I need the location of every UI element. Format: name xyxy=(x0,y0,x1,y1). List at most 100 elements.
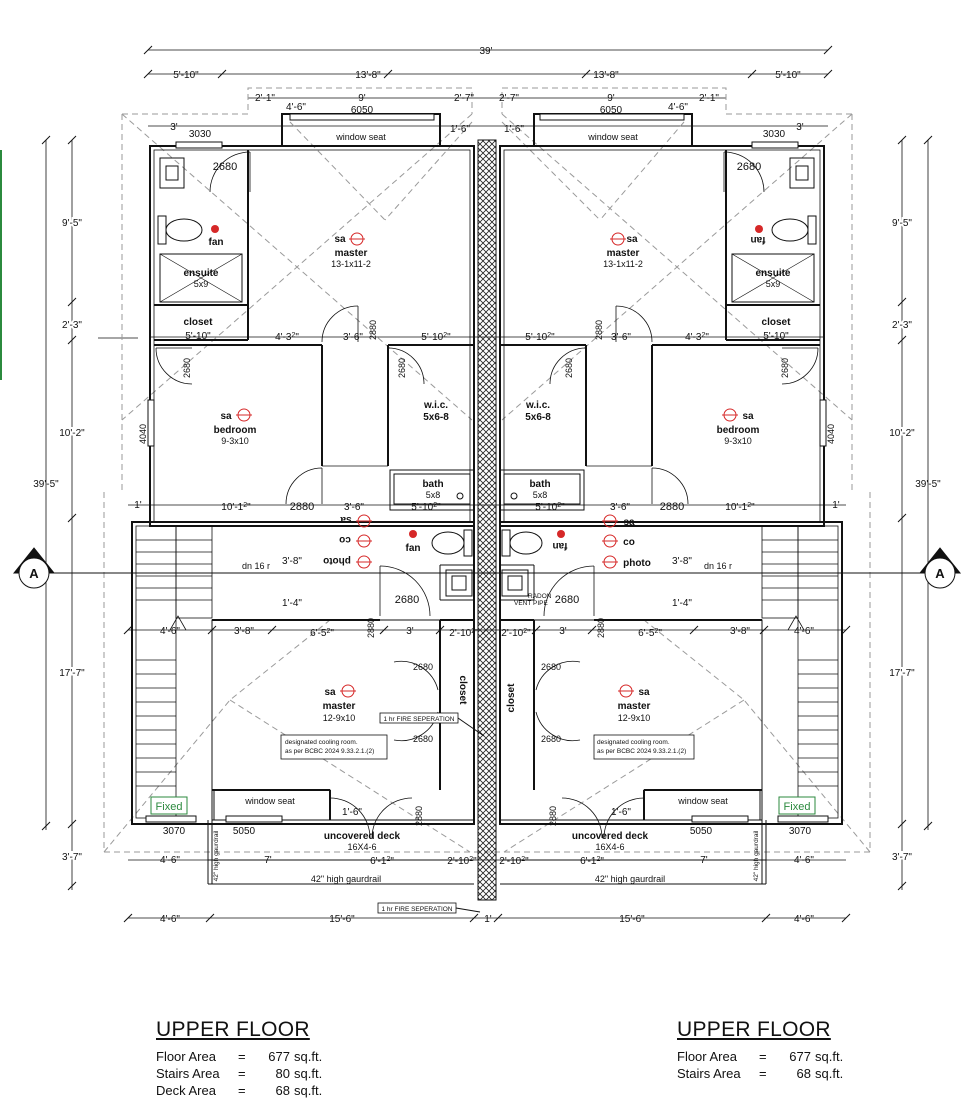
dim-side-left-10-2: 10'-2" xyxy=(59,428,85,439)
sa-label-master-lower-left: sa xyxy=(324,687,336,698)
dim-left-6-1h: 6'-12" xyxy=(370,856,394,867)
window-6050-right: 6050 xyxy=(600,105,623,116)
dim-overall-height-right: 39'-5" xyxy=(915,479,941,490)
dim-top-left-13-8: 13'-8" xyxy=(355,70,381,81)
fan-bath-left: fan xyxy=(406,543,421,554)
dim-side-left-17-7: 17'-7" xyxy=(59,668,85,679)
window-6050-left: 6050 xyxy=(351,105,374,116)
dim-right-4-6: 4'-6" xyxy=(668,102,688,113)
bedroom-right-label: bedroom xyxy=(717,425,760,436)
door-2880-master-left: 2880 xyxy=(366,618,376,638)
door-2680-hall-left: 2680 xyxy=(395,594,419,606)
wic-right-label: w.i.c. xyxy=(525,400,550,411)
closet-upper-left-label: closet xyxy=(184,317,214,328)
fire-separation-wall xyxy=(477,139,497,901)
dim-bottom-1: 1' xyxy=(484,914,492,925)
section-label-right: A xyxy=(935,566,945,581)
cooling-note-right-2: as per BCBC 2024 9.33.2.1.(2) xyxy=(597,748,686,755)
bath-left-size: 5x8 xyxy=(426,490,441,500)
dim-side-left-2-3: 2'-3" xyxy=(62,320,82,331)
fixtures-right xyxy=(501,157,817,597)
area-summary-right: UPPER FLOOR Floor Area = 677 sq.ft. Stai… xyxy=(677,1018,843,1082)
master-upper-right-size: 13-1x11-2 xyxy=(603,259,643,269)
stairs-left xyxy=(135,525,213,819)
fixed-label-left: Fixed xyxy=(156,801,183,813)
dim-left-7: 7' xyxy=(264,855,272,866)
dim-left-3-8-upper: 3'-8" xyxy=(282,556,302,567)
bedroom-left-size: 9-3x10 xyxy=(221,436,249,446)
dim-right-3-8-lower: 3'-8" xyxy=(730,626,750,637)
window-3030-left: 3030 xyxy=(189,129,212,140)
dim-right-1-4: 1'-4" xyxy=(672,598,692,609)
guardrail-vertical-left: 42" high gaurdrail xyxy=(213,830,220,881)
dim-left-2-10h: 2'-102" xyxy=(449,628,479,639)
ensuite-right-size: 5x9 xyxy=(766,279,781,289)
section-marker-left xyxy=(12,547,920,589)
radon-note-2: VENT PIPE xyxy=(514,600,549,607)
co-hall-right: co xyxy=(623,537,635,548)
detector-symbols xyxy=(236,232,738,698)
dim-right-3: 3' xyxy=(796,122,804,133)
dim-right-3-8-upper: 3'-8" xyxy=(672,556,692,567)
cooling-note-left-2: as per BCBC 2024 9.33.2.1.(2) xyxy=(285,748,374,755)
window-5050-left: 5050 xyxy=(233,826,256,837)
door-2680-closet-bot-left: 2680 xyxy=(413,734,433,744)
dim-right-9: 9' xyxy=(607,93,615,104)
dim-right-3-6-mid: 3'-6" xyxy=(610,502,630,513)
master-upper-right-label: master xyxy=(607,248,640,259)
dim-left-3: 3' xyxy=(170,122,178,133)
dim-left-5-10h: 5'-102" xyxy=(421,332,451,343)
guardrail-right: 42" high gaurdrail xyxy=(595,874,665,884)
window-seat-lower-left: window seat xyxy=(244,796,295,806)
dim-overall-height-left: 39'-5" xyxy=(33,479,59,490)
dim-right-3-6-upper: 3'-6" xyxy=(611,332,631,343)
dim-top-left-5-10: 5'-10" xyxy=(173,70,199,81)
dim-side-right-3-7: 3'-7" xyxy=(892,852,912,863)
closet-lower-right-label: closet xyxy=(506,683,517,713)
summary-right-row: Floor Area = 677 sq.ft. xyxy=(677,1049,844,1064)
dim-right-5-10h-bath: 5'-102" xyxy=(535,502,565,513)
sa-label-master-lower-right: sa xyxy=(638,687,650,698)
radon-note-1: RADON xyxy=(528,593,552,600)
fire-sep-note-upper: 1 hr FIRE SEPERATION xyxy=(383,716,454,723)
dim-left-3-6-upper: 3'-6" xyxy=(343,332,363,343)
dim-right-2-10h-deck: 2'-102" xyxy=(499,856,529,867)
door-2880-wic-right: 2880 xyxy=(594,320,604,340)
fixed-label-right: Fixed xyxy=(784,801,811,813)
fan-bath-right: fan xyxy=(553,540,568,551)
dim-closet-right-5-10: 5'-10" xyxy=(763,331,789,342)
dim-bottom-left-4-6: 4'-6" xyxy=(160,914,180,925)
door-2680-closet-top-right: 2680 xyxy=(541,662,561,672)
closet-upper-right-label: closet xyxy=(762,317,792,328)
fan-label-ensuite-left: fan xyxy=(209,237,224,248)
photo-hall-left: photo xyxy=(323,555,351,566)
sa-label-bedroom-right: sa xyxy=(742,411,754,422)
walls-left-unit xyxy=(131,113,475,885)
dim-left-2-1: 2'-1" xyxy=(255,93,275,104)
stairs-dn-left: dn 16 r xyxy=(242,561,270,571)
cooling-note-left-1: designated cooling room. xyxy=(285,739,358,746)
sa-hall-right: sa xyxy=(623,517,635,528)
window-4040-left: 4040 xyxy=(138,424,148,444)
dim-right-1-6-deck: 1'-6" xyxy=(611,807,631,818)
door-2880-master-right: 2880 xyxy=(596,618,606,638)
dim-closet-left-5-10: 5'-10" xyxy=(185,331,211,342)
summary-left-row: Stairs Area = 80 sq.ft. xyxy=(156,1066,323,1081)
window-seat-upper-right: window seat xyxy=(587,132,638,142)
dim-left-3-lower: 3' xyxy=(406,626,414,637)
wic-left-size: 5x6-8 xyxy=(423,412,449,423)
dim-left-1-6-top: 1'-6" xyxy=(450,124,470,135)
stairs-right xyxy=(761,525,839,819)
green-margin-mark xyxy=(0,150,2,380)
section-label-left: A xyxy=(29,566,39,581)
dim-overall-width: 39' xyxy=(479,46,492,57)
dim-side-right-9-5: 9'-5" xyxy=(892,218,912,229)
window-3070-right: 3070 xyxy=(789,826,812,837)
dim-right-6-5h: 6'-52" xyxy=(638,628,662,639)
sa-label-master-upper-right: sa xyxy=(626,234,638,245)
dim-top-right-5-10: 5'-10" xyxy=(775,70,801,81)
bedroom-right-size: 9-3x10 xyxy=(724,436,752,446)
window-seat-lower-right: window seat xyxy=(677,796,728,806)
sa-hall-left: sa xyxy=(340,514,352,525)
master-lower-right-label: master xyxy=(618,701,651,712)
